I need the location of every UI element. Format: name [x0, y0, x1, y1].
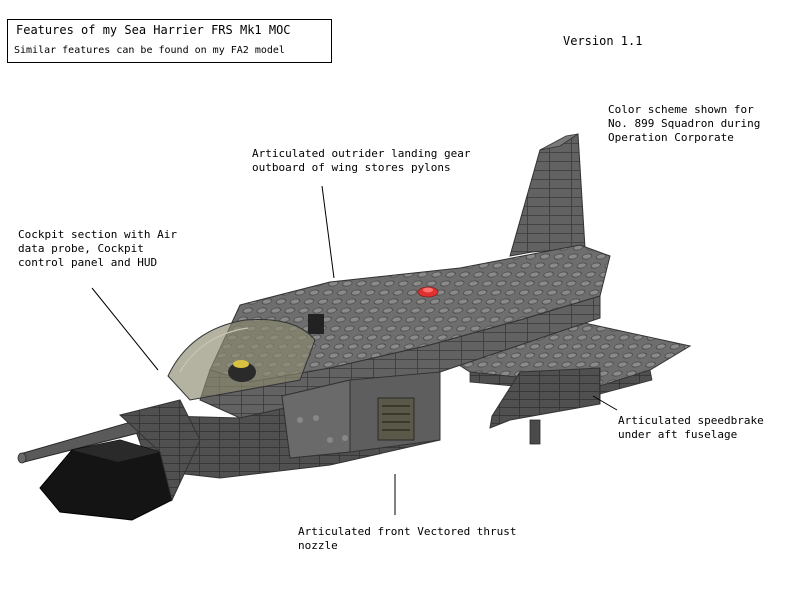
canopy — [167, 319, 316, 401]
page-title: Features of my Sea Harrier FRS Mk1 MOC — [16, 23, 291, 37]
front-nozzle — [377, 397, 415, 441]
page-subtitle: Similar features can be found on my FA2 … — [14, 45, 285, 56]
title-box: Features of my Sea Harrier FRS Mk1 MOC S… — [7, 19, 332, 63]
note-landing-gear: Articulated outrider landing gear outboa… — [252, 147, 471, 174]
note-nozzle: Articulated front Vectored thrust nozzle — [298, 525, 517, 552]
red-marker — [417, 286, 439, 298]
leader-lines — [91, 185, 618, 515]
tail-fin — [509, 133, 586, 257]
note-cockpit: Cockpit section with Air data probe, Coc… — [18, 228, 177, 269]
nose-cone — [39, 399, 201, 521]
version-label: Version 1.1 — [563, 34, 643, 48]
top-block — [308, 314, 324, 334]
note-speedbrake: Articulated speedbrake under aft fuselag… — [618, 414, 764, 441]
note-color-scheme: Color scheme shown for No. 899 Squadron … — [608, 103, 761, 144]
speedbrake — [489, 367, 601, 445]
